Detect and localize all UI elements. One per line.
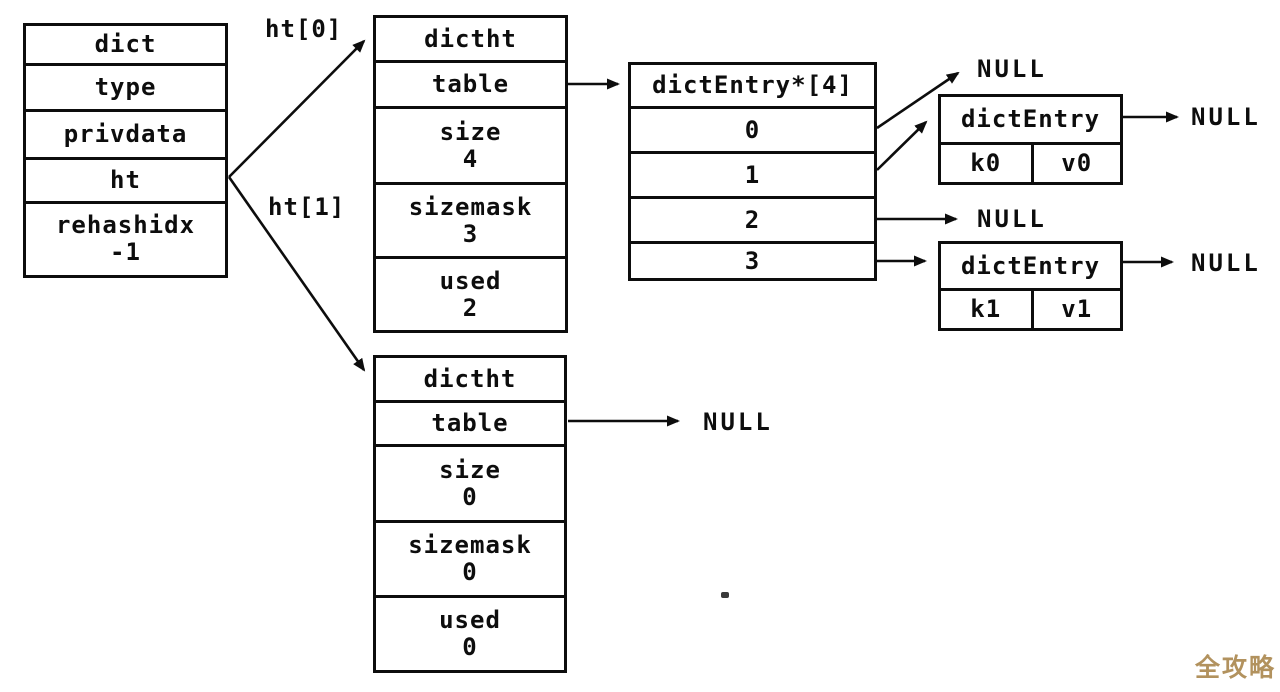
- arrow-ht1: [227, 176, 366, 372]
- hashtable1-row-sizemask: sizemask 0: [376, 519, 564, 596]
- dict-row-name-label: dict: [94, 30, 157, 59]
- dict-row-type: type: [26, 63, 225, 109]
- null-label-slot2: NULL: [977, 205, 1047, 233]
- bucket-slot-0-label: 0: [744, 115, 761, 144]
- dict-row-name: dict: [26, 26, 225, 63]
- dict-row-privdata: privdata: [26, 108, 225, 157]
- bucket-slot-2: 2: [631, 196, 874, 241]
- hashtable0-size-value: 4: [462, 144, 479, 173]
- hashtable1-size-label: size: [439, 455, 501, 484]
- entry1-key-cell: k1: [941, 291, 1031, 328]
- entry0-box: dictEntry k0 v0: [938, 94, 1123, 185]
- hashtable0-sizemask-label: sizemask: [408, 192, 533, 221]
- dict-row-ht-label: ht: [110, 165, 141, 194]
- entry0-key-cell: k0: [941, 145, 1031, 182]
- bucket-slot-2-label: 2: [744, 205, 761, 234]
- hashtable0-table-label: table: [431, 70, 510, 99]
- hashtable1-title-label: dictht: [423, 364, 517, 393]
- null-label-slot0: NULL: [977, 55, 1047, 83]
- hashtable0-row-title: dictht: [376, 18, 565, 60]
- dict-row-rehashidx-value: -1: [110, 238, 141, 267]
- dict-struct-box: dict type privdata ht rehashidx -1: [23, 23, 228, 278]
- entry1-header-label: dictEntry: [960, 251, 1101, 280]
- hashtable1-row-title: dictht: [376, 358, 564, 400]
- entry1-value-label: v1: [1061, 295, 1093, 324]
- dict-row-rehashidx: rehashidx -1: [26, 200, 225, 275]
- hashtable1-row-table: table: [376, 400, 564, 444]
- hashtable1-used-value: 0: [462, 633, 478, 662]
- bucket-array-header: dictEntry*[4]: [631, 65, 874, 106]
- entry1-value-cell: v1: [1030, 291, 1121, 328]
- entry1-header: dictEntry: [941, 244, 1120, 288]
- hashtable1-row-used: used 0: [376, 595, 564, 670]
- hashtable1-sizemask-label: sizemask: [408, 531, 532, 560]
- entry0-key-label: k0: [970, 149, 1002, 178]
- null-label-table1: NULL: [703, 408, 773, 436]
- entry0-header-label: dictEntry: [960, 105, 1101, 134]
- hashtable0-used-value: 2: [462, 293, 479, 322]
- hashtable1-row-size: size 0: [376, 444, 564, 520]
- watermark: 全攻略: [1194, 653, 1276, 682]
- dict-row-rehashidx-label: rehashidx: [55, 211, 196, 240]
- arrow-slot1-to-entry0: [876, 120, 928, 171]
- hashtable0-sizemask-value: 3: [462, 219, 479, 248]
- entry0-value-label: v0: [1061, 149, 1093, 178]
- stray-ink-dot: [721, 592, 729, 598]
- arrow-slot0-to-null: [876, 71, 960, 130]
- hashtable0-title-label: dictht: [424, 24, 517, 53]
- bucket-array-header-label: dictEntry*[4]: [652, 71, 853, 100]
- null-label-entry1-next: NULL: [1191, 249, 1261, 277]
- hashtable1-box: dictht table size 0 sizemask 0 used 0: [373, 355, 567, 673]
- ht1-pointer-label: ht[1]: [268, 193, 346, 221]
- bucket-slot-0: 0: [631, 106, 874, 151]
- bucket-slot-1-label: 1: [744, 160, 761, 189]
- hashtable0-size-label: size: [439, 117, 502, 146]
- hashtable1-table-label: table: [431, 409, 509, 438]
- ht0-pointer-label: ht[0]: [265, 15, 343, 43]
- dict-row-privdata-label: privdata: [63, 119, 188, 148]
- entry0-kv-row: k0 v0: [941, 142, 1120, 182]
- entry0-value-cell: v0: [1030, 145, 1121, 182]
- hashtable1-used-label: used: [439, 606, 501, 635]
- bucket-array-box: dictEntry*[4] 0 1 2 3: [628, 62, 877, 281]
- hashtable1-sizemask-value: 0: [462, 558, 478, 587]
- hashtable0-row-size: size 4: [376, 106, 565, 182]
- entry0-header: dictEntry: [941, 97, 1120, 142]
- entry1-box: dictEntry k1 v1: [938, 241, 1123, 331]
- entry1-kv-row: k1 v1: [941, 288, 1120, 328]
- hashtable0-row-sizemask: sizemask 3: [376, 181, 565, 257]
- bucket-slot-3-label: 3: [744, 246, 761, 275]
- hashtable0-used-label: used: [439, 266, 502, 295]
- dict-row-ht: ht: [26, 156, 225, 201]
- null-label-entry0-next: NULL: [1191, 103, 1261, 131]
- hashtable0-row-table: table: [376, 60, 565, 106]
- bucket-slot-1: 1: [631, 151, 874, 196]
- hashtable0-box: dictht table size 4 sizemask 3 used 2: [373, 15, 568, 333]
- arrow-ht0: [228, 39, 366, 178]
- dict-row-type-label: type: [94, 73, 157, 102]
- entry1-key-label: k1: [970, 295, 1002, 324]
- hashtable1-size-value: 0: [462, 482, 478, 511]
- hashtable0-row-used: used 2: [376, 256, 565, 330]
- bucket-slot-3: 3: [631, 241, 874, 278]
